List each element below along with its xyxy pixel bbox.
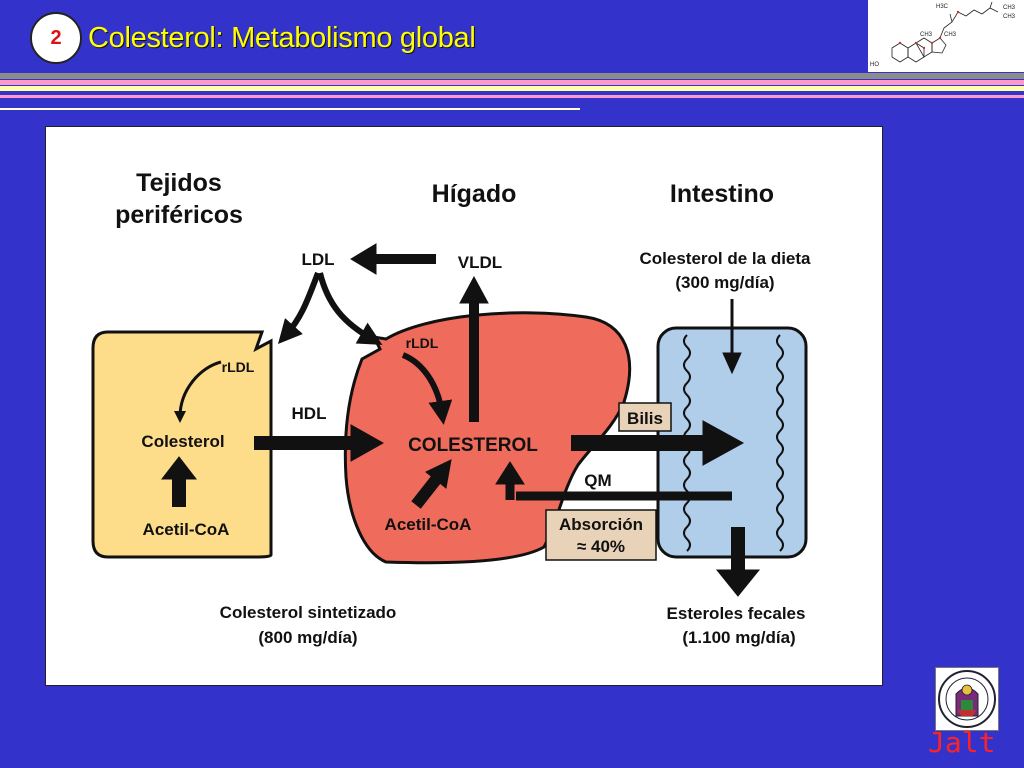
header-stripe	[0, 95, 1024, 98]
peripheral-cholesterol-label: Colesterol	[141, 432, 224, 451]
liver-synthesis-arrowhead	[425, 459, 452, 489]
fecal-arrowhead	[715, 569, 761, 597]
absorption-box	[545, 509, 657, 561]
hdl-label: HDL	[292, 404, 327, 423]
peripheral-synthesis-arrowhead	[160, 456, 198, 480]
header-stripe	[0, 73, 1024, 79]
header-stripe	[0, 80, 1024, 85]
absorption-percent: ≈ 40%	[577, 537, 625, 556]
diet-arrowhead	[722, 352, 742, 375]
university-crest-logo	[935, 667, 999, 731]
liver-header: Hígado	[432, 180, 517, 208]
cholesterol-structure-image: H3C CH3 CH3 CH3 CH3 HO	[868, 0, 1024, 72]
liver-to-vldl-arrowhead	[459, 275, 489, 304]
liver-synthesis-arrow	[411, 473, 443, 509]
liver-acetyl-coa-label: Acetil-CoA	[385, 515, 472, 534]
ldl-to-peripheral-arrow	[278, 271, 321, 344]
slide-title: Colesterol: Metabolismo global	[88, 22, 476, 54]
qm-label: QM	[584, 471, 611, 490]
header-stripe	[0, 86, 1024, 91]
peripheral-acetyl-coa-label: Acetil-CoA	[143, 520, 230, 539]
peripheral-tissue-header: periféricos	[115, 201, 243, 229]
bile-arrowhead	[702, 420, 745, 466]
peripheral-tissue-header: Tejidos	[136, 169, 222, 197]
molecule-label: H3C	[936, 4, 949, 10]
peripheral-rldl-arrow	[174, 360, 222, 423]
diet-cholesterol-amount: (300 mg/día)	[675, 273, 774, 292]
bile-box	[618, 402, 672, 432]
liver-rldl-arrow	[401, 352, 453, 425]
bile-label: Bilis	[627, 409, 663, 428]
molecule-label: CH3	[920, 32, 933, 38]
molecule-label: CH3	[944, 32, 957, 38]
molecule-label: CH3	[1003, 5, 1016, 11]
synthesized-cholesterol-amount: (800 mg/día)	[258, 628, 357, 647]
diet-cholesterol-label: Colesterol de la dieta	[640, 249, 812, 268]
qm-return-arrowhead	[495, 461, 525, 485]
molecule-label: HO	[870, 62, 879, 68]
fecal-sterols-label: Esteroles fecales	[667, 604, 806, 623]
peripheral-rldl-label: rLDL	[222, 359, 255, 375]
vldl-to-ldl-arrowhead	[350, 243, 377, 275]
liver-rldl-label: rLDL	[406, 335, 439, 351]
absorption-label: Absorción	[559, 515, 643, 534]
slide-number: 2	[50, 26, 62, 49]
title-underline	[0, 108, 580, 110]
ldl-label: LDL	[301, 250, 334, 269]
intestine-header: Intestino	[670, 180, 774, 208]
author-signature: Jalt	[928, 726, 996, 759]
molecule-label: CH3	[1003, 14, 1016, 20]
intestine-wall-wave	[776, 334, 784, 552]
slide-number-badge: 2	[30, 12, 82, 64]
liver-cholesterol-label: COLESTEROL	[408, 435, 538, 456]
cholesterol-metabolism-diagram: Tejidos periféricos Hígado Intestino LDL…	[45, 126, 883, 686]
vldl-label: VLDL	[458, 253, 502, 272]
fecal-sterols-amount: (1.100 mg/día)	[682, 628, 795, 647]
ldl-to-liver-arrow	[317, 272, 383, 345]
hdl-arrowhead	[350, 424, 385, 462]
synthesized-cholesterol-label: Colesterol sintetizado	[220, 603, 397, 622]
peripheral-tissue-shape	[91, 330, 273, 559]
